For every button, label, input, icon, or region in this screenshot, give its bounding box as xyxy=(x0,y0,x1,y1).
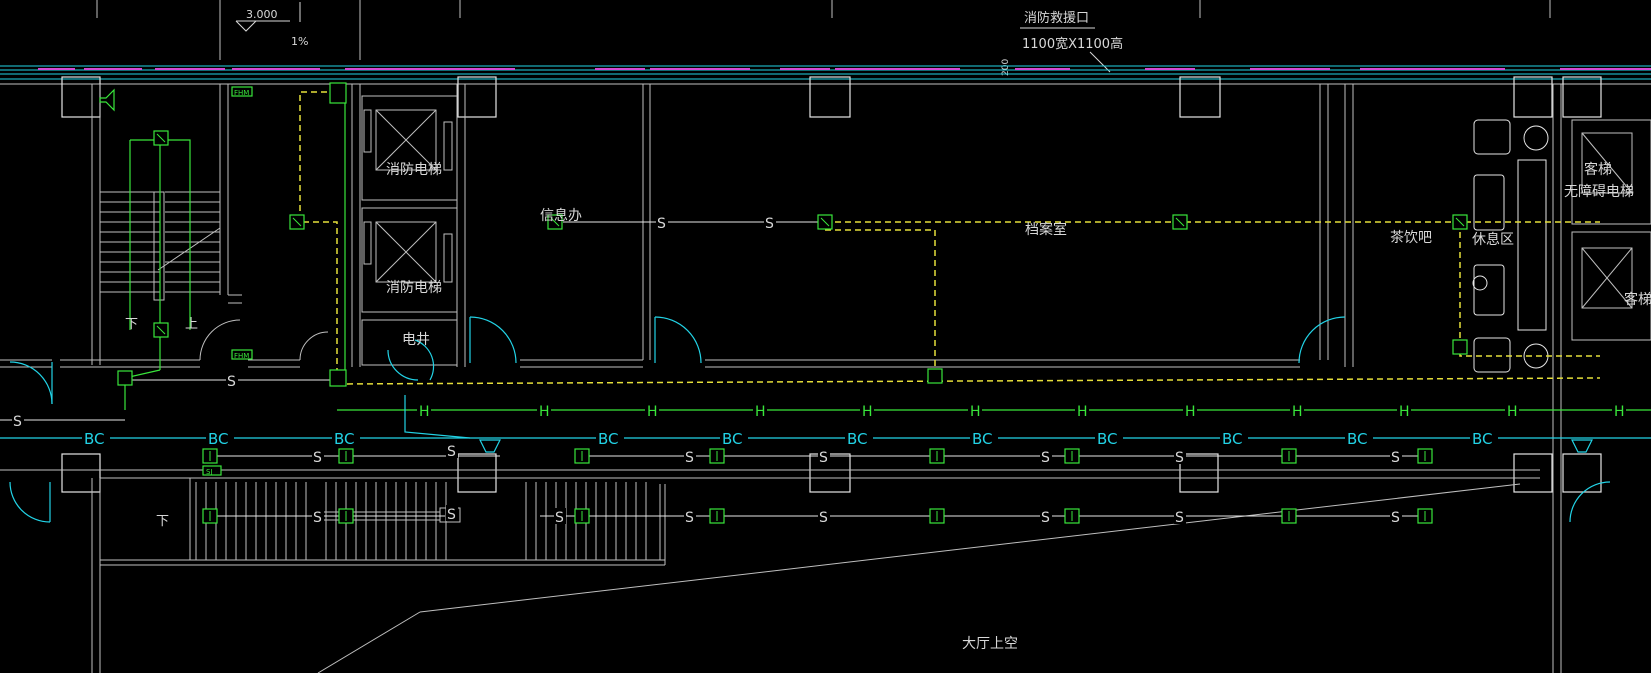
archive-room-label: 档案室 xyxy=(1025,221,1067,238)
manual-alarm-icon xyxy=(1452,339,1468,355)
s-label: S xyxy=(685,450,694,466)
s-label: S xyxy=(1175,450,1184,466)
rescue-size-label: 1100宽X1100高 xyxy=(1022,36,1123,52)
bc-label: BC xyxy=(1472,430,1493,448)
s-label: S xyxy=(447,507,456,523)
s-label: S xyxy=(555,510,564,526)
h-label: H xyxy=(539,404,550,420)
s-label: S xyxy=(313,450,322,466)
s-label: S xyxy=(765,216,774,232)
tea-bar-label: 茶饮吧 xyxy=(1390,230,1432,246)
s-label: S xyxy=(447,444,456,460)
s-labels: S S S S S S S S S S S S S S S S S S S xyxy=(12,214,1402,526)
bc-label: BC xyxy=(972,430,993,448)
h-labels: H H H H H H H H H H H H xyxy=(417,402,1626,420)
fire-elevator-label: 消防电梯 xyxy=(386,280,442,296)
guest-elevator-label: 客梯 xyxy=(1584,161,1612,178)
stair-down-label-2: 下 xyxy=(156,514,169,529)
h-label: H xyxy=(1292,404,1303,420)
h-label: H xyxy=(755,404,766,420)
h-label: H xyxy=(419,404,430,420)
device-glyph-marks xyxy=(156,133,1465,521)
h-label: H xyxy=(970,404,981,420)
h-label: H xyxy=(1507,404,1518,420)
s-label: S xyxy=(1175,510,1184,526)
s-label: S xyxy=(1391,450,1400,466)
sj-box-icon xyxy=(202,465,222,476)
dim-200-label: 200 xyxy=(1001,59,1011,76)
bc-label: BC xyxy=(722,430,743,448)
guest-elevator-label-2: 客梯 xyxy=(1624,291,1651,308)
fire-alarm-dashed-lines xyxy=(299,91,1601,385)
manual-alarm-icon xyxy=(117,370,133,386)
accessible-elevator-label: 无障碍电梯 xyxy=(1564,184,1634,200)
h-label: H xyxy=(1077,404,1088,420)
bc-label: BC xyxy=(598,430,619,448)
s-label: S xyxy=(685,510,694,526)
fire-elevator-label: 消防电梯 xyxy=(386,162,442,178)
rest-area-label: 休息区 xyxy=(1472,231,1514,248)
s-label: S xyxy=(819,510,828,526)
level-text: 3.000 xyxy=(246,8,278,21)
stair-down-label: 下 xyxy=(125,317,138,332)
s-label: S xyxy=(819,450,828,466)
room-labels: 消防电梯 消防电梯 电井 信息办 档案室 茶饮吧 休息区 客梯 无障碍电梯 客梯… xyxy=(125,161,1651,652)
s-label: S xyxy=(657,216,666,232)
elevation-mark: 3.000 1% xyxy=(235,2,308,48)
rescue-window-label: 消防救援口 xyxy=(1024,10,1089,26)
s-label: S xyxy=(227,374,236,390)
grid-lines-top xyxy=(96,0,1551,60)
rescue-window-callout: 消防救援口 1100宽X1100高 200 xyxy=(1001,10,1123,76)
exterior-wall-band xyxy=(0,65,1651,85)
h-label: H xyxy=(1399,404,1410,420)
h-label: H xyxy=(647,404,658,420)
h-label: H xyxy=(1614,404,1625,420)
bc-label: BC xyxy=(1222,430,1243,448)
bc-label: BC xyxy=(1097,430,1118,448)
sj-label: SJ xyxy=(206,468,213,476)
s-label: S xyxy=(1041,450,1050,466)
manual-alarm-icon xyxy=(927,368,943,384)
fhm-label: FHM xyxy=(234,352,249,360)
door-swings xyxy=(9,316,1611,523)
bc-label: BC xyxy=(208,430,229,448)
stair-up-label: 上 xyxy=(185,317,198,332)
s-label: S xyxy=(1041,510,1050,526)
s-label: S xyxy=(13,414,22,430)
fhm-box-icon xyxy=(231,349,253,360)
pipe-hanger-icons xyxy=(479,439,1593,453)
bc-labels: BC BC BC BC BC BC BC BC BC BC BC xyxy=(82,429,1498,448)
info-office-label: 信息办 xyxy=(540,207,582,224)
lobby-void-label: 大厅上空 xyxy=(962,636,1018,652)
h-label: H xyxy=(1185,404,1196,420)
bc-label: BC xyxy=(84,430,105,448)
fire-valve-icon xyxy=(329,369,347,387)
bc-line xyxy=(0,395,1651,439)
fire-valve-icon xyxy=(329,82,347,104)
electric-shaft-label: 电井 xyxy=(402,332,430,348)
slope-text: 1% xyxy=(291,35,308,48)
bc-label: BC xyxy=(847,430,868,448)
device-small-labels: FHM FHM SJ xyxy=(206,89,249,476)
speaker-icon xyxy=(99,88,115,112)
h-label: H xyxy=(862,404,873,420)
s-label: S xyxy=(1391,510,1400,526)
bc-label: BC xyxy=(334,430,355,448)
fhm-label: FHM xyxy=(234,89,249,97)
s-label: S xyxy=(313,510,322,526)
door-swings-grey xyxy=(199,319,329,361)
bc-label: BC xyxy=(1347,430,1368,448)
fhm-box-icon xyxy=(231,86,253,97)
